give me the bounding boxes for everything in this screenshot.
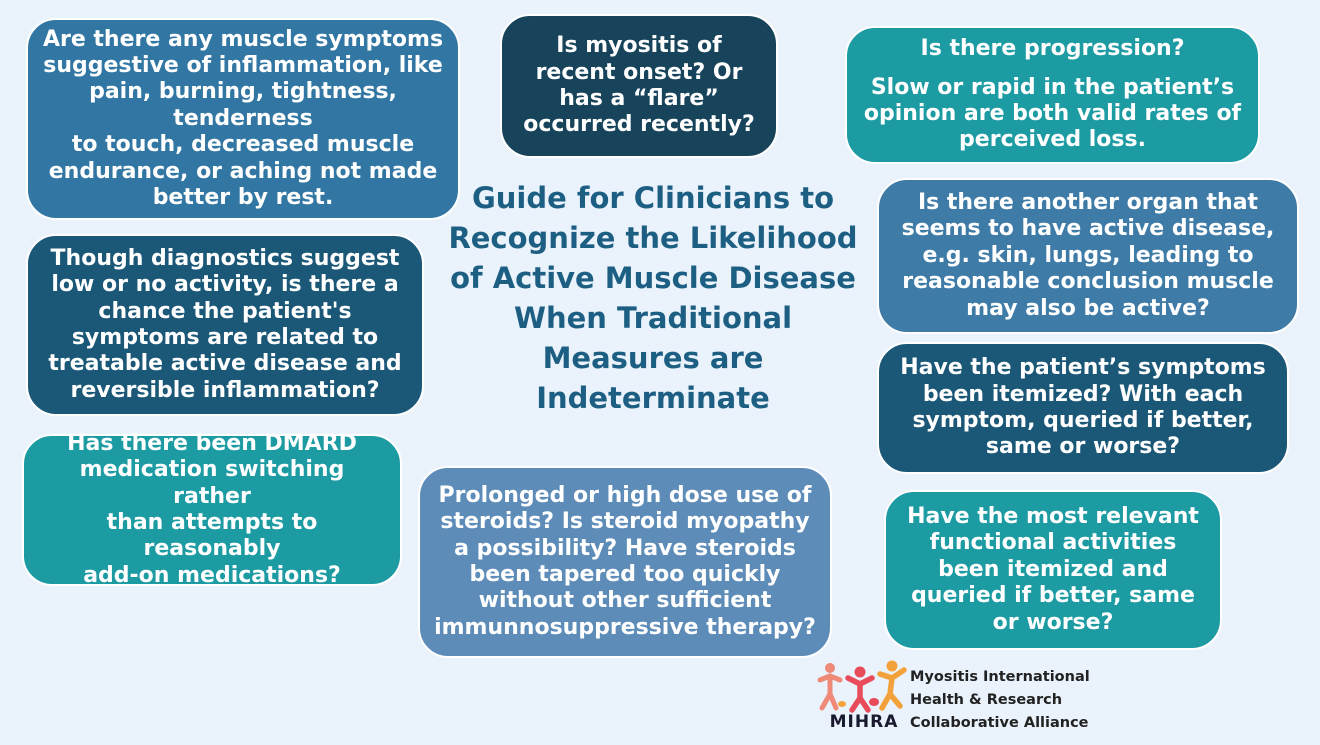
box-line: endurance, or aching not made (48, 158, 438, 184)
recent-onset-box: Is myositis of recent onset? Or has a “f… (500, 14, 778, 158)
box-line: treatable active disease and (48, 351, 402, 377)
box-line: Though diagnostics suggest (50, 245, 400, 271)
box-line: add-on medications? (83, 562, 341, 588)
box-line: perceived loss. (959, 127, 1146, 153)
box-line: reversible inflammation? (70, 377, 380, 403)
other-organ-box: Is there another organ that seems to hav… (877, 178, 1299, 334)
box-line: medication switching rather (79, 457, 345, 509)
box-line: same or worse? (985, 434, 1181, 460)
box-line: Slow or rapid in the patient’s (870, 74, 1235, 100)
box-line: Prolonged or high dose use of (438, 482, 812, 508)
box-line: without other sufficient (478, 588, 772, 614)
box-line: symptoms are related to (71, 325, 379, 350)
box-line: than attempts to reasonably (106, 510, 318, 562)
box-line: to touch, decreased muscle (71, 132, 415, 158)
org-name-line: Health & Research (910, 692, 1063, 709)
box-line: or worse? (992, 609, 1114, 635)
title-line: Recognize the Likelihood (448, 221, 858, 256)
box-line: been itemized and (938, 556, 1168, 582)
box-line: Have the patient’s symptoms (900, 355, 1266, 381)
box-line: reasonable conclusion muscle (902, 269, 1274, 295)
title-line: Guide for Clinicians to (471, 181, 835, 215)
steroids-box: Prolonged or high dose use of steroids? … (418, 466, 832, 658)
title-line: of Active Muscle Disease (450, 261, 856, 296)
progression-box: Is there progression? Slow or rapid in t… (845, 26, 1260, 164)
box-line: has a “flare” (559, 86, 719, 111)
title-line: Indeterminate (536, 381, 770, 416)
box-line: a possibility? Have steroids (454, 535, 796, 561)
title-line: Measures are (542, 341, 764, 376)
title-line: When Traditional (513, 301, 793, 336)
org-name-line: Myositis International (910, 669, 1090, 685)
box-line: seems to have active disease, (901, 216, 1275, 242)
box-line: Has there been DMARD (67, 430, 357, 456)
box-line: pain, burning, tightness, tenderness (89, 79, 397, 131)
box-line: steroids? Is steroid myopathy (440, 509, 810, 535)
functional-activities-box: Have the most relevant functional activi… (884, 490, 1222, 650)
box-line: low or no activity, is there a (51, 272, 399, 298)
box-line: immunnosuppressive therapy? (434, 614, 816, 640)
box-line: e.g. skin, lungs, leading to (922, 242, 1254, 268)
org-name-line: Collaborative Alliance (910, 715, 1089, 732)
organization-name: Myositis International Health & Research… (910, 666, 1090, 736)
box-line: symptom, queried if better, (912, 408, 1254, 433)
box-line: suggestive of inflammation, like (43, 53, 443, 79)
box-line: recent onset? Or (535, 59, 743, 85)
progression-question: Is there progression? (920, 36, 1185, 62)
box-line: been itemized? With each (922, 381, 1244, 407)
symptoms-itemized-box: Have the patient’s symptoms been itemize… (877, 342, 1289, 474)
box-line: Have the most relevant (907, 504, 1199, 530)
box-line: Is there another organ that (917, 190, 1259, 216)
box-line: queried if better, same (911, 583, 1195, 609)
logo-abbreviation: MIHRA (829, 712, 899, 732)
box-line: occurred recently? (523, 112, 755, 138)
box-line: better by rest. (152, 184, 334, 210)
box-line: Are there any muscle symptoms (42, 26, 444, 52)
box-line: Is myositis of (556, 33, 722, 59)
box-line: chance the patient's (98, 298, 352, 324)
muscle-symptoms-box: Are there any muscle symptoms suggestive… (26, 18, 460, 220)
box-line: functional activities (929, 530, 1177, 556)
page-title: Guide for Clinicians to Recognize the Li… (446, 178, 860, 418)
dmard-box: Has there been DMARD medication switchin… (22, 430, 402, 588)
mihra-logo-icon (817, 660, 907, 713)
box-line: been tapered too quickly (469, 562, 781, 587)
box-line: opinion are both valid rates of (863, 101, 1242, 126)
box-line: may also be active? (966, 295, 1210, 321)
diagnostics-box: Though diagnostics suggest low or no act… (26, 234, 424, 416)
